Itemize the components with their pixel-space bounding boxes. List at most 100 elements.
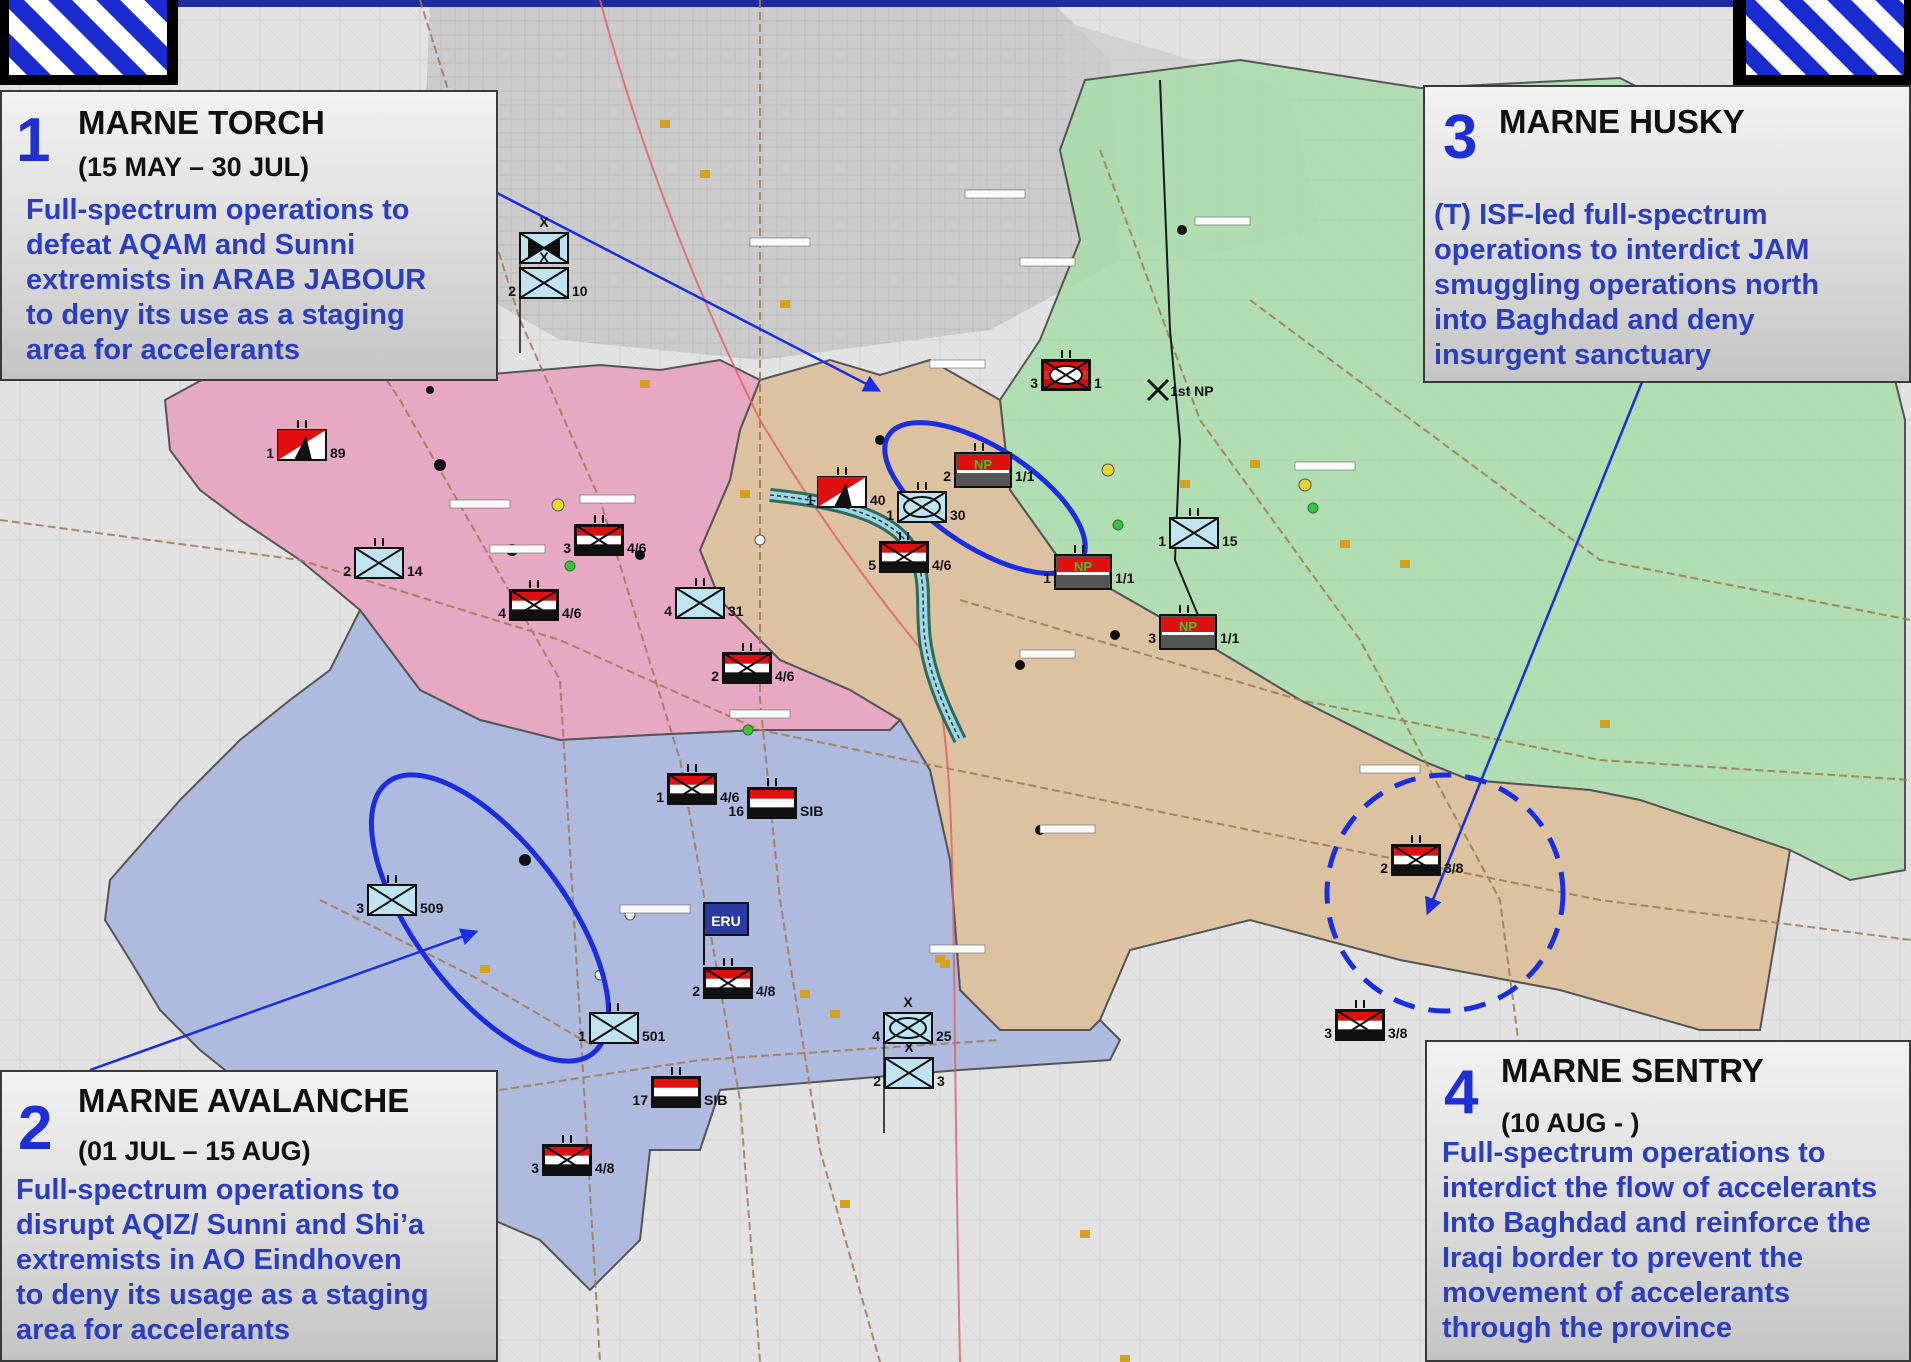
unit-cross xyxy=(1391,844,1441,876)
unit-cross xyxy=(675,587,725,619)
unit-number-left: 17 xyxy=(632,1092,648,1108)
unit-cross xyxy=(519,267,569,299)
unit-band-white xyxy=(1162,632,1214,635)
road-label-plates xyxy=(449,189,1421,954)
boundary-line xyxy=(1159,79,1201,621)
unit-cross xyxy=(542,1144,592,1176)
unit-echelon-marks xyxy=(562,1135,572,1143)
unit-number-left: 1 xyxy=(806,492,814,508)
np-label: NP xyxy=(1179,619,1197,634)
unit-symbol-np: NP 3 1/1 xyxy=(1148,605,1240,650)
callout-marne-avalanche: 2 MARNE AVALANCHE (01 JUL – 15 AUG) Full… xyxy=(0,1070,498,1362)
focus-circle-sentry xyxy=(1324,772,1566,1014)
unit-number-left: 2 xyxy=(692,983,700,999)
desc-line: (T) ISF-led full-spectrum xyxy=(1434,199,1768,231)
desc-line: extremists in AO Eindhoven xyxy=(16,1244,402,1276)
unit-number-left: 2 xyxy=(873,1073,881,1089)
unit-echelon-marks xyxy=(767,778,777,786)
unit-cross xyxy=(1169,517,1219,549)
unit-echelon-marks xyxy=(1189,508,1199,516)
unit-number-right: 4/6 xyxy=(720,789,740,805)
unit-number-left: 4 xyxy=(664,603,672,619)
unit-echelon-marks xyxy=(594,515,604,523)
unit-number-left: 16 xyxy=(728,803,744,819)
callout-description: Full-spectrum operations to interdict th… xyxy=(1442,1136,1877,1346)
unit-band-red xyxy=(1057,557,1109,572)
unit-number-right: SIB xyxy=(800,803,823,819)
desc-line: Full-spectrum operations to xyxy=(16,1174,400,1206)
division-patch-icon-left xyxy=(0,0,178,85)
unit-band-red xyxy=(670,776,714,785)
unit-band-red xyxy=(1338,1012,1382,1021)
arrow-husky xyxy=(1425,381,1644,916)
desc-line: Iraqi border to prevent the xyxy=(1442,1242,1803,1274)
desc-line: disrupt AQIZ/ Sunni and Shi’a xyxy=(16,1209,425,1241)
eru-label: ERU xyxy=(711,913,741,929)
unit-symbol-iraq-inf: 2 4/8 xyxy=(692,958,776,999)
desc-line: area for accelerants xyxy=(16,1314,291,1346)
desc-line: area for accelerants xyxy=(26,334,301,366)
unit-number-right: 501 xyxy=(642,1028,666,1044)
unit-echelon-marks xyxy=(837,467,847,475)
unit-cross xyxy=(884,1057,934,1089)
unit-band-red xyxy=(706,970,750,979)
unit-number-left: 1 xyxy=(578,1028,586,1044)
desc-line: interdict the flow of accelerants xyxy=(1442,1172,1878,1204)
unit-number-right: 1 xyxy=(1094,375,1102,391)
main-road xyxy=(599,0,961,1362)
callout-title: MARNE AVALANCHE xyxy=(78,1082,410,1119)
unit-number-left: 2 xyxy=(508,283,516,299)
unit-number-right: 4/6 xyxy=(932,557,952,573)
unit-number-right: SIB xyxy=(704,1092,727,1108)
desc-line: insurgent sanctuary xyxy=(1434,339,1712,371)
unit-band-red xyxy=(1162,617,1214,632)
callout-description: Full-spectrum operations to defeat AQAM … xyxy=(26,193,426,368)
np-hq-marker: 1st NP xyxy=(1146,378,1214,402)
unit-echelon-marks xyxy=(374,538,384,546)
unit-number-left: 3 xyxy=(1324,1025,1332,1041)
unit-number-right: 3/8 xyxy=(1388,1025,1408,1041)
unit-number-left: 3 xyxy=(1148,630,1156,646)
eru-unit-symbol: ERU xyxy=(703,902,749,965)
np-label: NP xyxy=(1074,559,1092,574)
unit-band-red xyxy=(654,1079,698,1088)
unit-band-white xyxy=(654,1087,698,1097)
desc-line: smuggling operations north xyxy=(1434,269,1820,301)
unit-fill xyxy=(528,238,560,258)
unit-number-right: 31 xyxy=(728,603,744,619)
callout-number: 2 xyxy=(18,1094,53,1163)
callout-description: (T) ISF-led full-spectrum operations to … xyxy=(1434,198,1819,373)
unit-echelon-label: X xyxy=(539,249,549,265)
desc-line: through the province xyxy=(1442,1312,1732,1344)
callout-number: 3 xyxy=(1443,103,1478,172)
callout-dates: (15 MAY – 30 JUL) xyxy=(78,152,310,182)
urban-area xyxy=(420,0,1120,360)
unit-number-right: 4/8 xyxy=(756,983,776,999)
unit-mark xyxy=(294,436,312,460)
unit-echelon-marks xyxy=(671,1067,681,1075)
desc-line: Full-spectrum operations to xyxy=(1442,1137,1826,1169)
unit-number-left: 1 xyxy=(1043,570,1051,586)
unit-number-right: 3/8 xyxy=(1444,860,1464,876)
unit-cross xyxy=(667,773,717,805)
desc-line: extremists in ARAB JABOUR xyxy=(26,264,427,296)
callout-marne-torch: 1 MARNE TORCH (15 MAY – 30 JUL) Full-spe… xyxy=(0,90,498,381)
unit-number-right: 1/1 xyxy=(1220,630,1240,646)
callout-description: Full-spectrum operations to disrupt AQIZ… xyxy=(16,1173,429,1348)
callout-title: MARNE SENTRY xyxy=(1501,1052,1764,1089)
unit-band-white xyxy=(750,798,794,808)
unit-mark xyxy=(834,483,852,507)
unit-echelon-marks xyxy=(1411,835,1421,843)
